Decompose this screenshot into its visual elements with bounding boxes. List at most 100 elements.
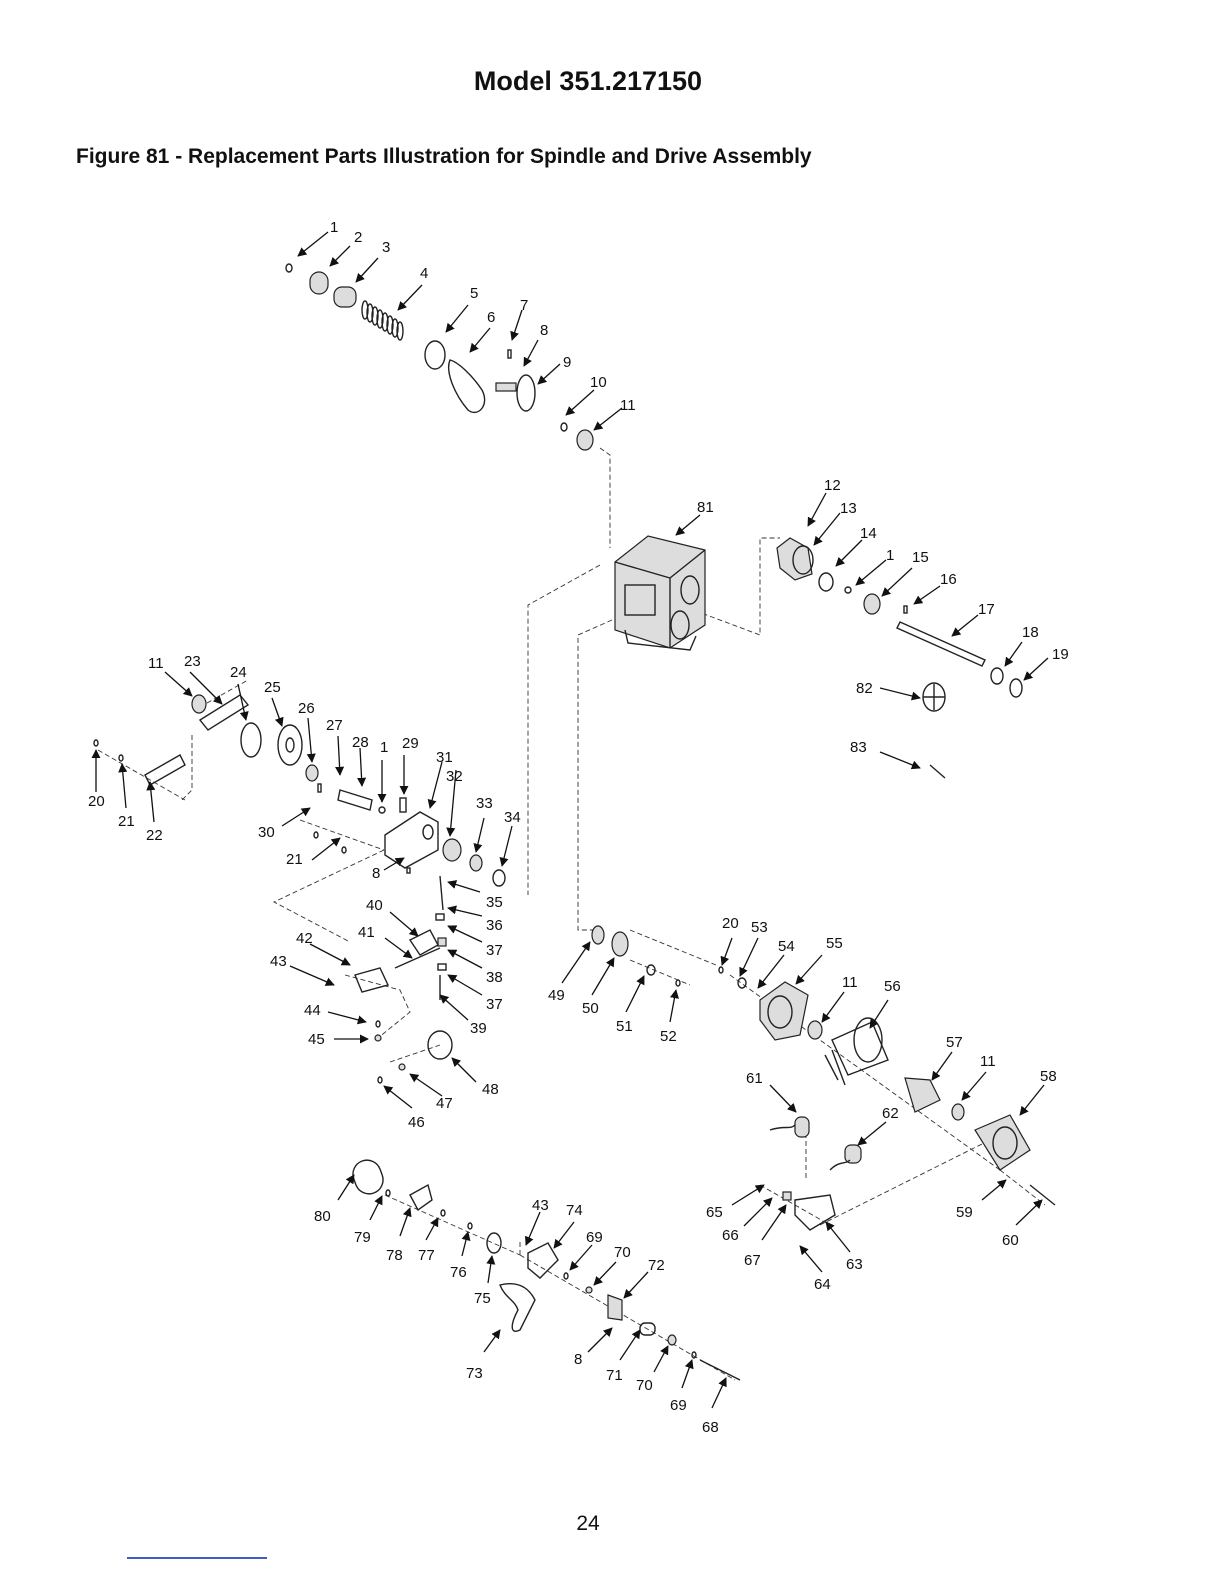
leader-arrows <box>91 231 1049 1409</box>
callout-label: 45 <box>308 1031 325 1048</box>
callout-label: 6 <box>487 309 495 326</box>
callout-label: 64 <box>814 1276 831 1293</box>
callout-label: 28 <box>352 734 369 751</box>
callout-label: 11 <box>842 974 858 991</box>
callout-label: 60 <box>1002 1232 1019 1249</box>
callout-label: 8 <box>372 865 380 882</box>
figure-caption: Figure 81 - Replacement Parts Illustrati… <box>76 145 812 168</box>
callout-label: 21 <box>286 851 303 868</box>
callout-label: 27 <box>326 717 343 734</box>
callout-label: 78 <box>386 1247 403 1264</box>
callout-label: 62 <box>882 1105 899 1122</box>
callout-label: 68 <box>702 1419 719 1436</box>
callout-label: 12 <box>824 477 841 494</box>
callout-label: 1 <box>886 547 894 564</box>
quill-parts-right <box>776 537 1023 779</box>
callout-label: 23 <box>184 653 201 670</box>
callout-label: 31 <box>436 749 453 766</box>
callout-label: 36 <box>486 917 503 934</box>
callout-label: 61 <box>746 1070 763 1087</box>
callout-label: 21 <box>118 813 135 830</box>
callout-label: 44 <box>304 1002 321 1019</box>
callout-label: 54 <box>778 938 795 955</box>
footer-rule <box>127 1557 267 1559</box>
callout-label: 81 <box>697 499 714 516</box>
callout-label: 5 <box>470 285 478 302</box>
callout-label: 65 <box>706 1204 723 1221</box>
callout-label: 18 <box>1022 624 1039 641</box>
page-number: 24 <box>576 1512 600 1535</box>
callout-label: 49 <box>548 987 565 1004</box>
callout-label: 3 <box>382 239 390 256</box>
callout-label: 22 <box>146 827 163 844</box>
callout-label: 8 <box>540 322 548 339</box>
callout-label: 20 <box>722 915 739 932</box>
callout-label: 72 <box>648 1257 665 1274</box>
callout-label: 13 <box>840 500 857 517</box>
callout-label: 10 <box>590 374 607 391</box>
callout-label: 39 <box>470 1020 487 1037</box>
callout-label: 69 <box>586 1229 603 1246</box>
callout-label: 67 <box>744 1252 761 1269</box>
callout-label: 66 <box>722 1227 739 1244</box>
callout-label: 51 <box>616 1018 633 1035</box>
callout-label: 35 <box>486 894 503 911</box>
callout-label: 38 <box>486 969 503 986</box>
callout-label: 1 <box>330 219 338 236</box>
callout-label: 59 <box>956 1204 973 1221</box>
callout-label: 9 <box>563 354 571 371</box>
callout-label: 2 <box>354 229 362 246</box>
callout-label: 29 <box>402 735 419 752</box>
callout-label: 40 <box>366 897 383 914</box>
callout-label: 52 <box>660 1028 677 1045</box>
callout-label: 17 <box>978 601 995 618</box>
callout-label: 8 <box>574 1351 582 1368</box>
motor-parts-right <box>591 925 1056 1231</box>
callout-label: 7 <box>520 297 528 314</box>
callout-label: 70 <box>614 1244 631 1261</box>
callout-label: 63 <box>846 1256 863 1273</box>
callout-label: 46 <box>408 1114 425 1131</box>
spindle-parts-top <box>285 263 594 451</box>
callout-label: 43 <box>270 953 287 970</box>
callout-labels: 1 2 3 4 5 6 7 8 9 10 11 81 12 13 14 1 15… <box>88 219 1069 1436</box>
callout-label: 77 <box>418 1247 435 1264</box>
callout-label: 75 <box>474 1290 491 1307</box>
callout-label: 34 <box>504 809 521 826</box>
callout-label: 41 <box>358 924 375 941</box>
callout-label: 83 <box>850 739 867 756</box>
callout-label: 20 <box>88 793 105 810</box>
callout-label: 19 <box>1052 646 1069 663</box>
callout-label: 57 <box>946 1034 963 1051</box>
callout-label: 55 <box>826 935 843 952</box>
callout-label: 71 <box>606 1367 623 1384</box>
callout-label: 14 <box>860 525 877 542</box>
callout-label: 70 <box>636 1377 653 1394</box>
callout-label: 58 <box>1040 1068 1057 1085</box>
callout-label: 15 <box>912 549 929 566</box>
headstock-housing <box>614 535 706 651</box>
callout-label: 74 <box>566 1202 583 1219</box>
callout-label: 76 <box>450 1264 467 1281</box>
assembly-lines <box>97 447 1046 1381</box>
callout-label: 69 <box>670 1397 687 1414</box>
callout-label: 50 <box>582 1000 599 1017</box>
callout-label: 11 <box>980 1053 996 1070</box>
callout-label: 80 <box>314 1208 331 1225</box>
feed-handle-parts-bottom <box>352 1159 741 1381</box>
callout-label: 53 <box>751 919 768 936</box>
model-title: Model 351.217150 <box>473 66 703 96</box>
callout-label: 37 <box>486 996 503 1013</box>
callout-label: 26 <box>298 700 315 717</box>
callout-label: 25 <box>264 679 281 696</box>
callout-label: 16 <box>940 571 957 588</box>
callout-label: 56 <box>884 978 901 995</box>
callout-label: 47 <box>436 1095 453 1112</box>
callout-label: 37 <box>486 942 503 959</box>
callout-label: 11 <box>148 655 164 672</box>
callout-label: 24 <box>230 664 247 681</box>
quill-shaft-parts-left <box>93 694 506 1084</box>
callout-label: 30 <box>258 824 275 841</box>
callout-label: 79 <box>354 1229 371 1246</box>
